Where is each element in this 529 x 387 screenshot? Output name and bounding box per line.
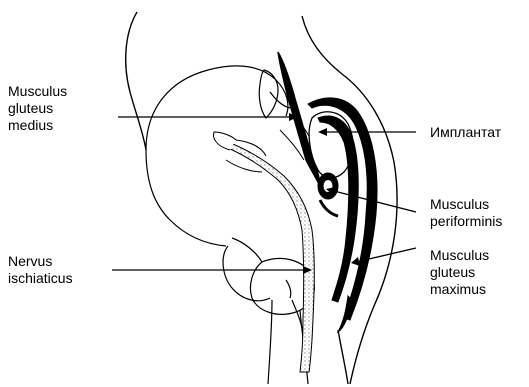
arrowhead-gluteus-maximus: [351, 257, 360, 266]
label-gluteus-maximus-line-1: Musculus: [430, 247, 489, 264]
pelvis-bone: [146, 66, 290, 246]
piriformis-muscle: [318, 173, 338, 216]
label-piriformis-line-1: Musculus: [430, 196, 502, 213]
label-nervus-ischiaticus: Nervus ischiaticus: [8, 253, 73, 287]
label-gluteus-medius-line-3: medius: [8, 117, 67, 134]
label-gluteus-maximus: Musculus gluteus maximus: [430, 247, 489, 298]
label-gluteus-medius-line-1: Musculus: [8, 83, 67, 100]
label-piriformis-line-2: periforminis: [430, 213, 502, 230]
label-gluteus-maximus-line-2: gluteus: [430, 264, 489, 281]
label-nervus-ischiaticus-line-2: ischiaticus: [8, 270, 73, 287]
label-piriformis: Musculus periforminis: [430, 196, 502, 230]
label-nervus-ischiaticus-line-1: Nervus: [8, 253, 73, 270]
sciatic-nerve: [214, 132, 315, 372]
hip-joint: [223, 238, 314, 314]
label-implant-line-1: Имплантат: [430, 124, 501, 141]
label-gluteus-medius: Musculus gluteus medius: [8, 83, 67, 134]
label-gluteus-medius-line-2: gluteus: [8, 100, 67, 117]
label-implant: Имплантат: [430, 124, 501, 141]
label-gluteus-maximus-line-3: maximus: [430, 281, 489, 298]
